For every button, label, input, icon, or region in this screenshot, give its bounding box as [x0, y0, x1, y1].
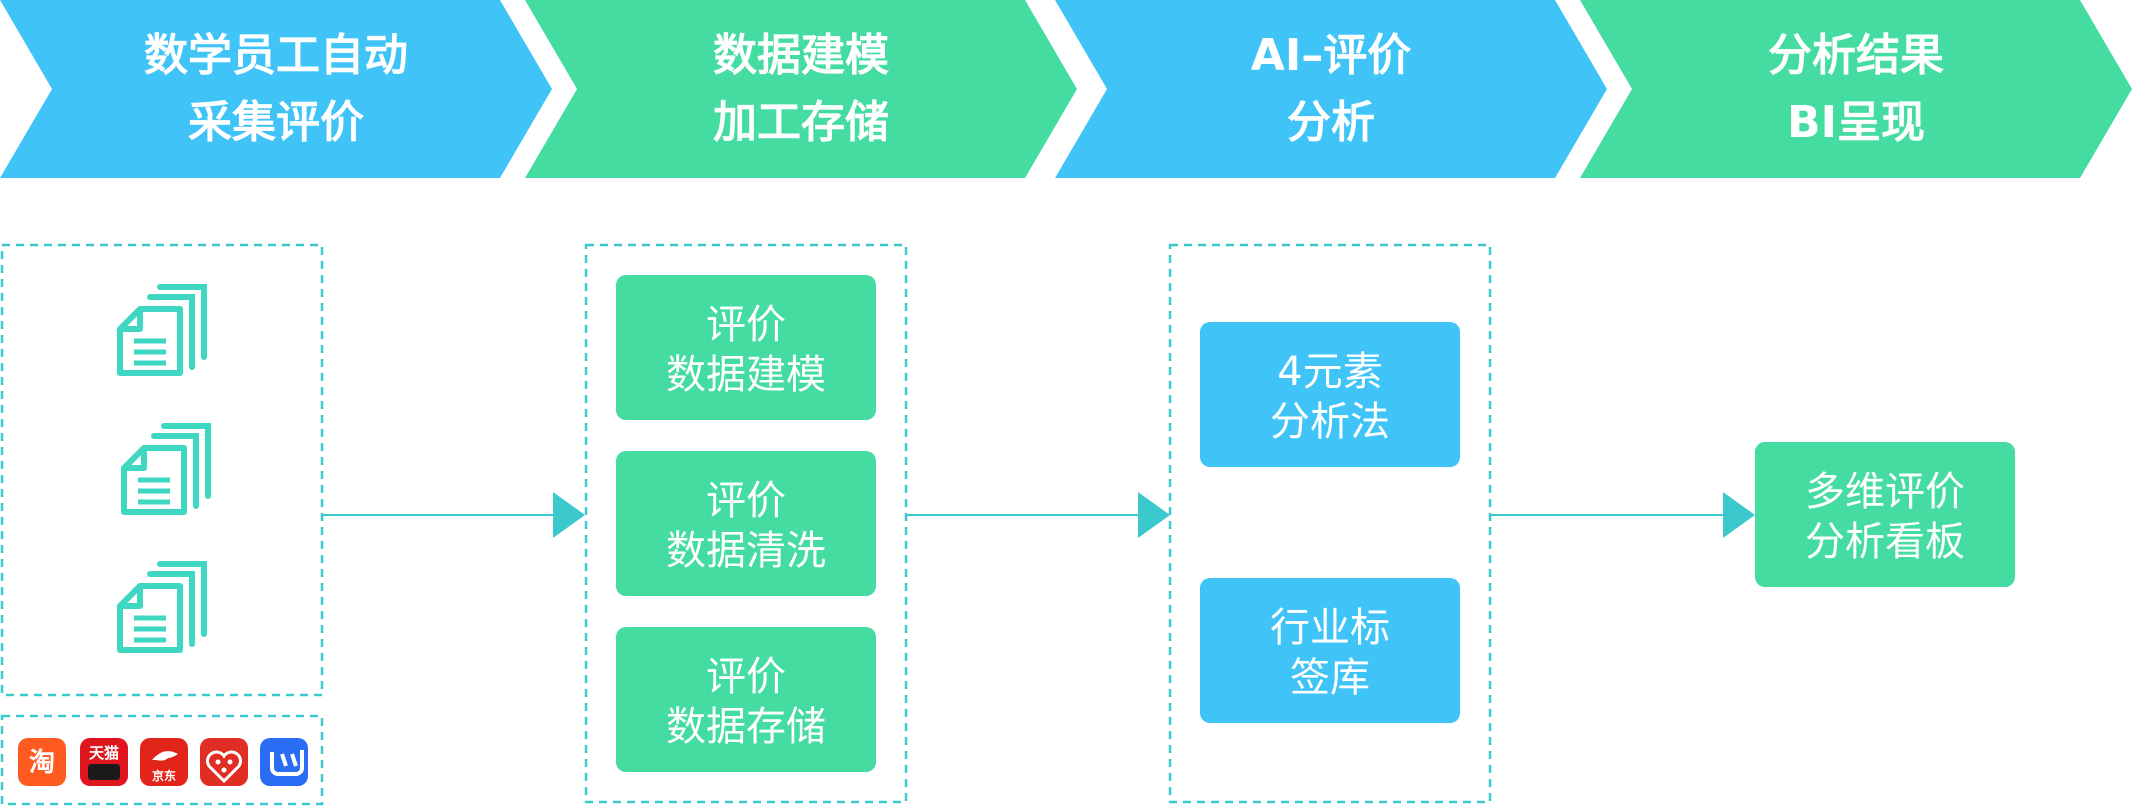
- svg-text:多维评价: 多维评价: [1805, 469, 1965, 515]
- chevron-4: 分析结果 BI呈现: [1580, 0, 2132, 178]
- svg-text:天猫: 天猫: [89, 744, 119, 762]
- industry-tag-library-box: 行业标 签库: [1200, 578, 1460, 723]
- chevron-4-line1: 分析结果: [1768, 30, 1944, 81]
- jd-app-icon: 京东: [140, 738, 188, 786]
- chevron-4-line2: BI呈现: [1787, 97, 1925, 148]
- flow-arrow-2: [906, 492, 1170, 538]
- chevron-1: 数学员工自动 采集评价: [0, 0, 552, 178]
- document-stack-icon: [121, 423, 211, 515]
- svg-text:行业标: 行业标: [1270, 605, 1390, 651]
- svg-text:评价: 评价: [706, 478, 786, 524]
- apps-dashed-box: [0, 714, 324, 806]
- data-storage-box: 评价 数据存储: [616, 627, 876, 772]
- svg-text:评价: 评价: [706, 654, 786, 700]
- pinduoduo-app-icon: [200, 738, 248, 786]
- document-stack-icon: [117, 284, 207, 376]
- flow-arrow-1: [322, 492, 585, 538]
- app-icon-blue: [260, 738, 308, 786]
- chevron-1-line1: 数学员工自动: [144, 30, 408, 81]
- svg-text:数据清洗: 数据清洗: [666, 528, 826, 574]
- chevron-2-line1: 数据建模: [713, 30, 889, 81]
- taobao-app-icon: 淘: [18, 738, 66, 786]
- data-cleaning-box: 评价 数据清洗: [616, 451, 876, 596]
- flow-arrow-3: [1490, 492, 1755, 538]
- chevron-1-line2: 采集评价: [188, 97, 364, 148]
- chevron-2: 数据建模 加工存储: [525, 0, 1077, 178]
- svg-text:淘: 淘: [29, 748, 55, 778]
- modeling-dashed-box: [584, 243, 908, 804]
- four-element-analysis-box: 4元素 分析法: [1200, 322, 1460, 467]
- chevron-2-line2: 加工存储: [713, 97, 889, 148]
- svg-text:评价: 评价: [706, 302, 786, 348]
- chevron-3: AI–评价 分析: [1055, 0, 1607, 178]
- dashboard-box: 多维评价 分析看板: [1755, 442, 2015, 587]
- document-stack-icon: [117, 561, 207, 653]
- svg-text:分析法: 分析法: [1270, 399, 1390, 445]
- sources-dashed-box: [0, 243, 324, 697]
- tmall-app-icon: 天猫: [80, 738, 128, 786]
- chevron-3-line2: 分析: [1287, 97, 1375, 148]
- svg-text:数据建模: 数据建模: [666, 352, 826, 398]
- analysis-dashed-box: [1168, 243, 1492, 804]
- svg-text:分析看板: 分析看板: [1805, 519, 1965, 565]
- svg-text:4元素: 4元素: [1277, 349, 1382, 395]
- svg-text:签库: 签库: [1290, 655, 1370, 701]
- chevron-3-line1: AI–评价: [1251, 30, 1411, 81]
- svg-text:京东: 京东: [152, 768, 176, 783]
- svg-text:数据存储: 数据存储: [666, 704, 826, 750]
- data-modeling-box: 评价 数据建模: [616, 275, 876, 420]
